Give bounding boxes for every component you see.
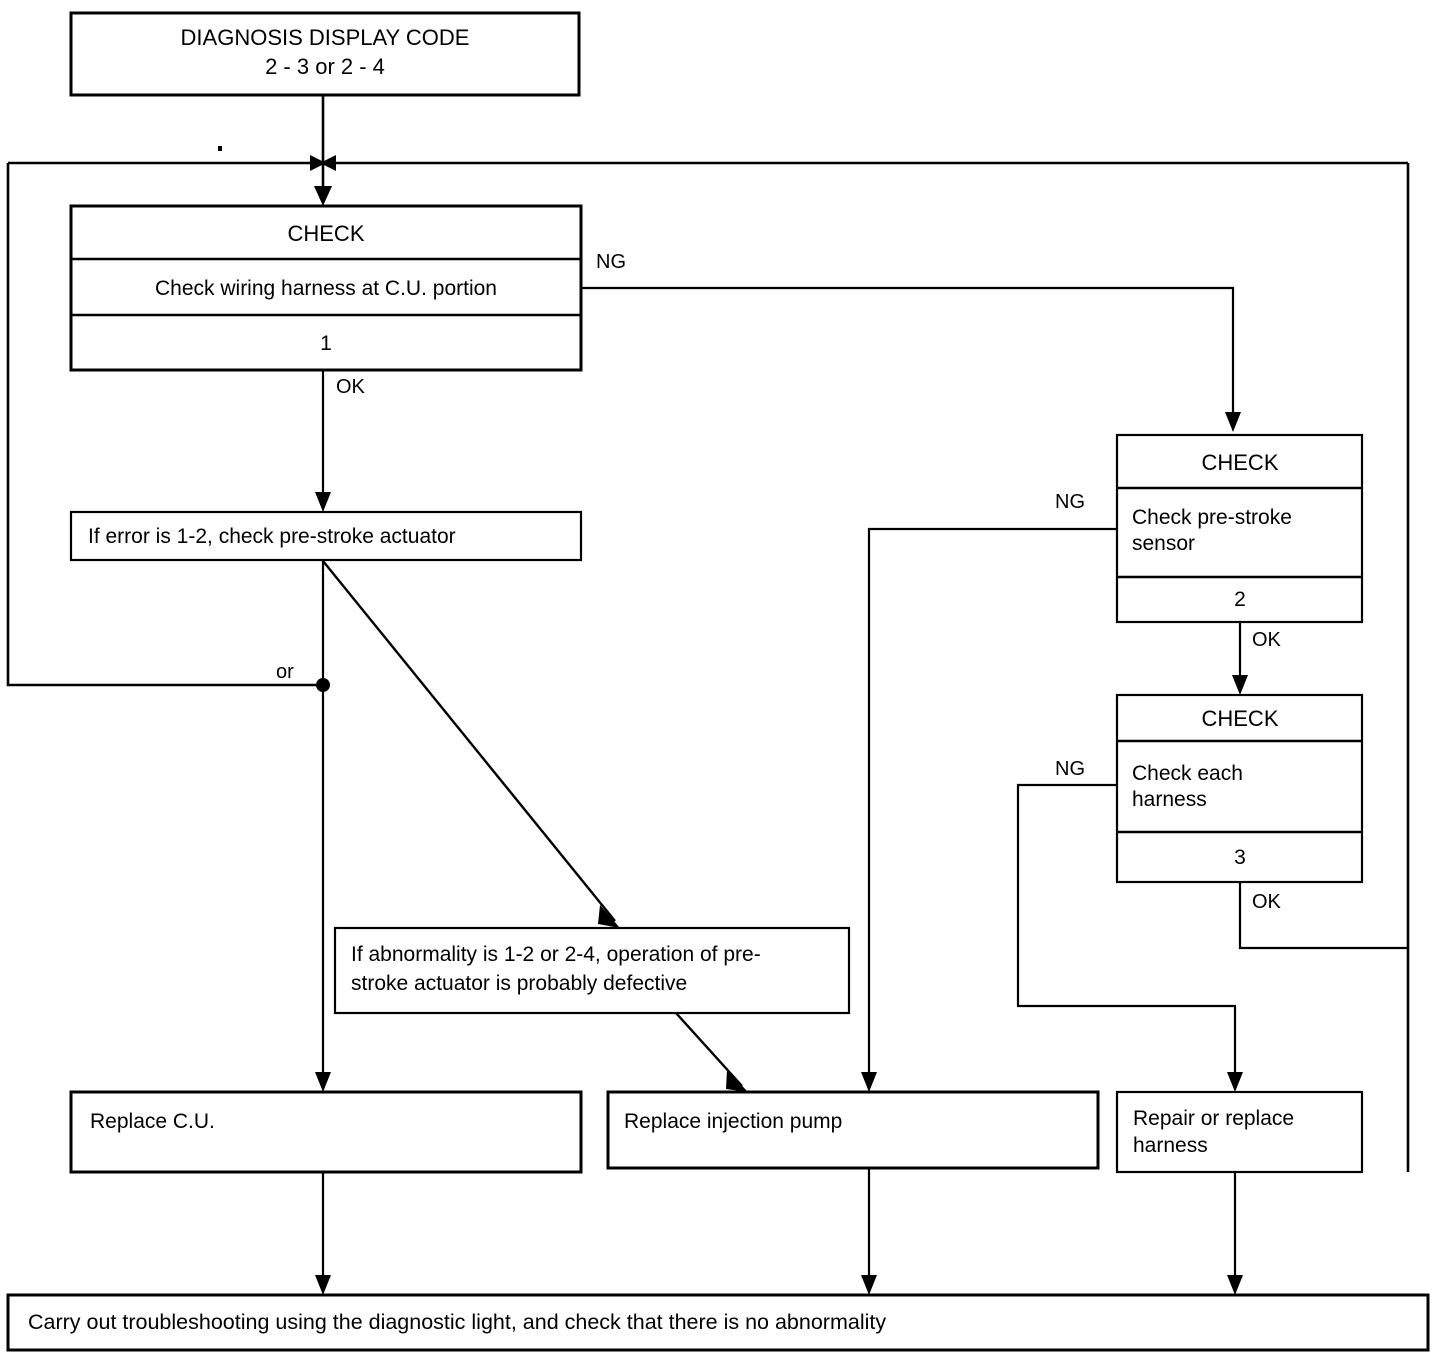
final-bar-outline <box>6 1293 1430 1352</box>
node-error-note[interactable]: If error is 1-2, check pre-stroke actuat… <box>69 510 583 562</box>
error-note-outline <box>69 510 583 562</box>
check2-number: 2 <box>1234 588 1246 611</box>
check3-header: CHECK <box>1201 706 1278 731</box>
arrowhead-into-check1 <box>314 186 332 206</box>
start-line-1: DIAGNOSIS DISPLAY CODE <box>181 25 470 50</box>
arrowhead-check2-ok <box>1232 675 1248 695</box>
check3-number: 3 <box>1234 846 1246 869</box>
replace-cu-text: Replace C.U. <box>90 1110 215 1133</box>
or-junction-dot <box>316 678 330 692</box>
node-check-1[interactable]: CHECK Check wiring harness at C.U. porti… <box>69 204 583 372</box>
final-text: Carry out troubleshooting using the diag… <box>28 1310 886 1334</box>
replace-cu-outline <box>69 1090 583 1174</box>
arrowhead-into-abnormality <box>598 905 620 928</box>
arrowhead-repairharness-final <box>1227 1275 1243 1295</box>
label-check3-ng: NG <box>1055 758 1085 780</box>
check1-number: 1 <box>320 332 332 355</box>
arrowhead-check3-ng <box>1227 1072 1243 1092</box>
node-check-2[interactable]: CHECK Check pre-stroke sensor 2 <box>1115 433 1364 624</box>
abnormality-note-outline <box>333 926 851 1015</box>
check2-header: CHECK <box>1201 450 1278 475</box>
error-note-text: If error is 1-2, check pre-stroke actuat… <box>88 525 456 548</box>
start-box-outline <box>69 11 581 97</box>
abnormality-note-line-2: stroke actuator is probably defective <box>351 972 687 995</box>
check1-box-outline <box>69 204 583 372</box>
edge-check3-ng <box>1016 783 1237 1085</box>
edge-check2-ng <box>867 527 1117 1085</box>
edge-check3-ok <box>1238 882 1408 950</box>
check2-body-line-2: sensor <box>1132 532 1195 555</box>
edge-check1-ng <box>581 286 1235 425</box>
node-replace-cu[interactable]: Replace C.U. <box>69 1090 583 1174</box>
repair-harness-outline <box>1115 1090 1364 1174</box>
repair-harness-line-1: Repair or replace <box>1133 1107 1294 1130</box>
node-abnormality-note[interactable]: If abnormality is 1-2 or 2-4, operation … <box>333 926 851 1015</box>
edge-diagonal-to-abnormality <box>322 560 616 922</box>
arrowhead-into-replacepump <box>726 1070 748 1092</box>
replace-pump-outline <box>606 1090 1100 1170</box>
arrowhead-merge-left <box>310 155 326 171</box>
label-check1-ok: OK <box>336 376 366 398</box>
check1-header: CHECK <box>287 221 364 246</box>
scan-speck <box>218 146 222 151</box>
check3-body-line-2: harness <box>1132 788 1207 811</box>
check3-box-outline <box>1115 693 1364 884</box>
arrowhead-replacepump-final <box>861 1275 877 1295</box>
node-start[interactable]: DIAGNOSIS DISPLAY CODE 2 - 3 or 2 - 4 <box>69 11 581 97</box>
arrowhead-replacecu-final <box>315 1275 331 1295</box>
arrowhead-check1-ok <box>315 492 331 512</box>
repair-harness-line-2: harness <box>1133 1134 1208 1157</box>
arrowhead-check2-ng <box>861 1072 877 1092</box>
label-or-branch: or <box>276 661 294 683</box>
abnormality-note-line-1: If abnormality is 1-2 or 2-4, operation … <box>351 943 761 966</box>
label-check2-ok: OK <box>1252 629 1282 651</box>
edge-outer-left-loop <box>6 163 316 687</box>
node-repair-harness[interactable]: Repair or replace harness <box>1115 1090 1364 1174</box>
node-replace-pump[interactable]: Replace injection pump <box>606 1090 1100 1170</box>
arrowhead-merge-right <box>320 155 336 171</box>
check3-body-line-1: Check each <box>1132 762 1243 785</box>
label-check3-ok: OK <box>1252 891 1282 913</box>
label-check1-ng: NG <box>596 251 626 273</box>
arrowhead-check1-ng <box>1225 412 1241 432</box>
replace-pump-text: Replace injection pump <box>624 1110 842 1133</box>
edge-diagonal-to-replacepump <box>675 1012 743 1087</box>
check2-body-line-1: Check pre-stroke <box>1132 506 1292 529</box>
arrowhead-into-replacecu <box>315 1072 331 1092</box>
node-check-3[interactable]: CHECK Check each harness 3 <box>1115 693 1364 884</box>
check1-body: Check wiring harness at C.U. portion <box>155 277 497 300</box>
start-line-2: 2 - 3 or 2 - 4 <box>265 54 385 79</box>
node-final-instruction[interactable]: Carry out troubleshooting using the diag… <box>6 1293 1430 1352</box>
check2-box-outline <box>1115 433 1364 624</box>
label-check2-ng: NG <box>1055 491 1085 513</box>
